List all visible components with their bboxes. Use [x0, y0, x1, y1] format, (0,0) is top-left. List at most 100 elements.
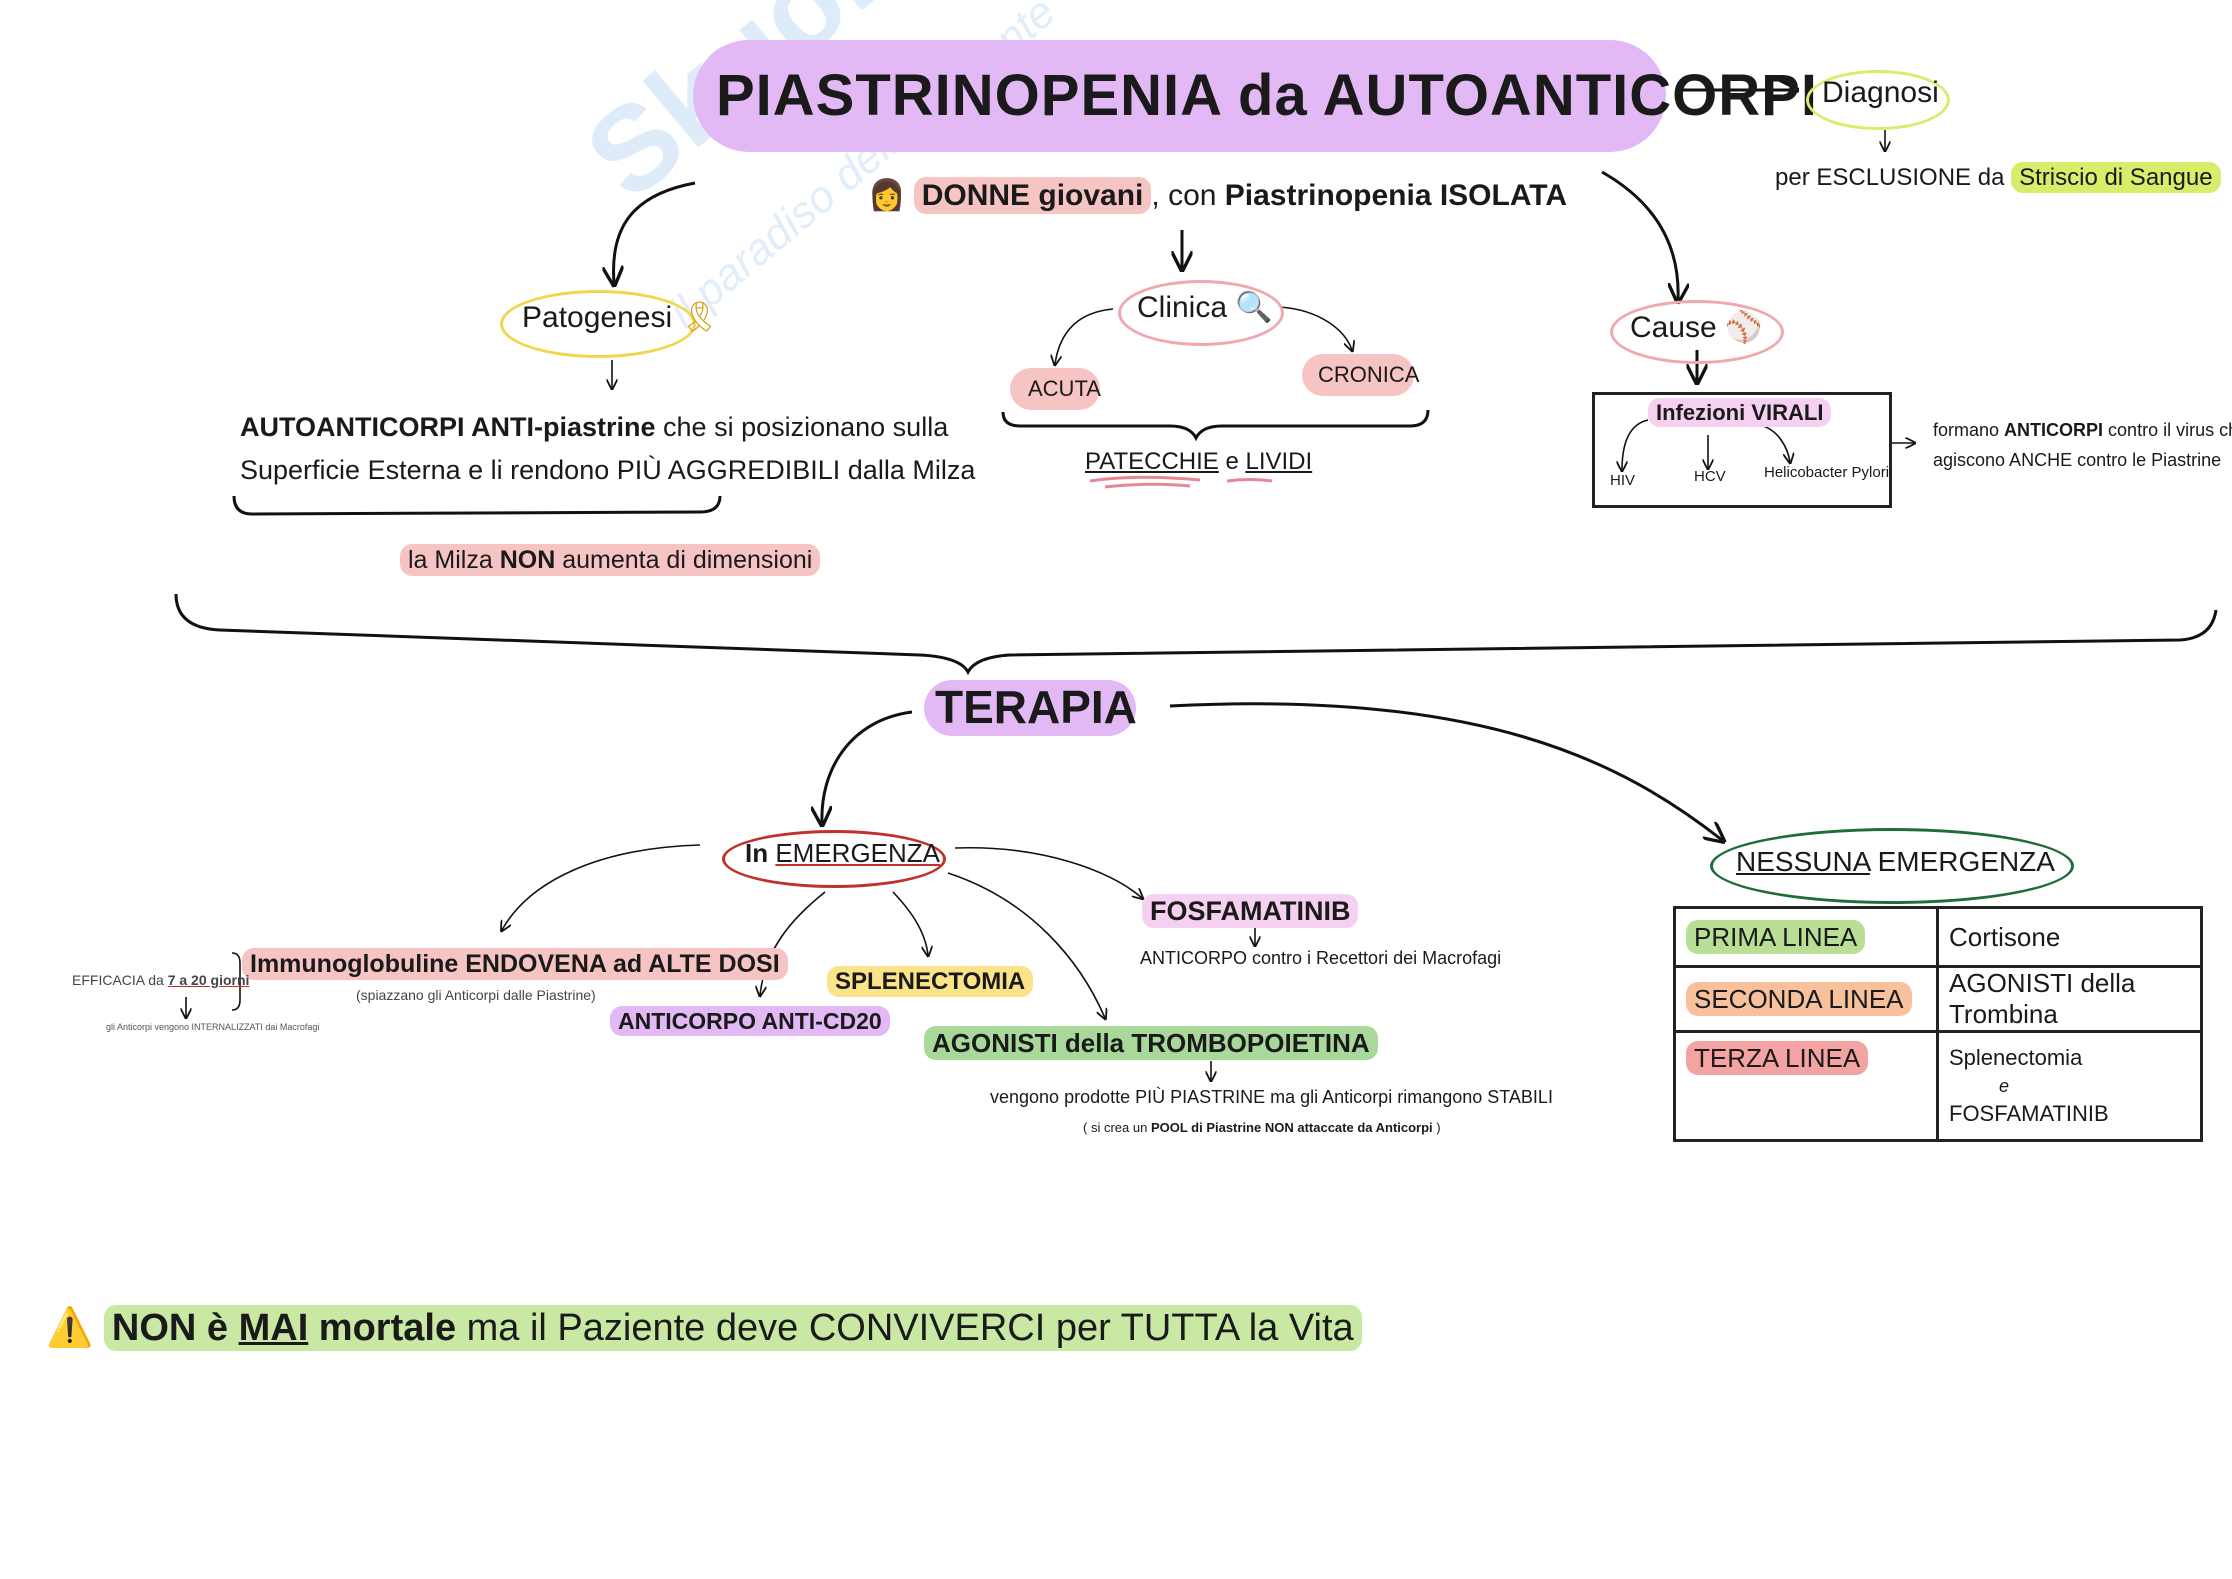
emergenza-prefix: In — [745, 838, 776, 868]
cause-label-text: Cause — [1630, 311, 1717, 344]
signs-join: e — [1218, 448, 1246, 475]
milza-note: la Milza NON aumenta di dimensioni — [400, 544, 821, 576]
virus-icon: ⚾ — [1725, 311, 1763, 344]
therapy-cell: Cortisone — [1936, 906, 2203, 968]
therapy-fosfamatinib: FOSFAMATINIB — [1949, 1101, 2109, 1126]
terapia-title: TERAPIA — [935, 681, 1137, 733]
efficacy-sub: gli Anticorpi vengono INTERNALIZZATI dai… — [106, 1022, 320, 1032]
arrow-to-cause — [1601, 170, 1678, 300]
patients-main: DONNE giovani — [913, 177, 1152, 214]
woman-icon: 👩 — [868, 179, 906, 212]
terapia-highlight — [924, 680, 1136, 736]
cronica-pill — [1302, 354, 1414, 396]
milza-note-bold: NON — [499, 546, 556, 574]
efficacy-value: 7 a 20 giorni — [167, 972, 250, 988]
nessuna-emergenza-oval — [1710, 828, 2074, 904]
patients-rest: , con — [1151, 179, 1225, 212]
therapy-lines-table: PRIMA LINEA Cortisone SECONDA LINEA AGON… — [1673, 906, 2203, 1142]
clinica-label-text: Clinica — [1137, 291, 1228, 324]
patogenesi-line2: Superficie Esterna e li rendono PIÙ AGGR… — [240, 455, 976, 485]
tpo-sub-prefix: si crea un — [1090, 1120, 1151, 1135]
clinica-oval — [1118, 280, 1284, 346]
tpo-sub-bold: POOL di Piastrine NON attaccate da Antic… — [1150, 1120, 1433, 1135]
footer-bold2: mortale — [308, 1307, 457, 1349]
efficacy-prefix: EFFICACIA da — [72, 972, 168, 988]
footer-bold1: NON è — [111, 1307, 239, 1349]
cause-label: Cause ⚾ — [1630, 310, 1762, 345]
line-label: PRIMA LINEA — [1686, 919, 1866, 954]
clinica-label: Clinica 🔍 — [1137, 290, 1273, 325]
acuta-pill — [1010, 368, 1100, 410]
table-row: PRIMA LINEA Cortisone — [1673, 906, 2203, 968]
patients-bold: Piastrinopenia ISOLATA — [1224, 179, 1568, 212]
patogenesi-label-text: Patogenesi — [522, 301, 673, 334]
virus-hiv: HIV — [1610, 472, 1636, 489]
patogenesi-oval — [500, 290, 696, 358]
emergenza-text-2: EMERGENZA — [1869, 846, 2055, 877]
line-cell: PRIMA LINEA — [1673, 906, 1939, 968]
infezioni-title: Infezioni VIRALI — [1648, 398, 1832, 427]
nessuna-emergenza-label: NESSUNA EMERGENZA — [1736, 846, 2055, 878]
line-label: SECONDA LINEA — [1686, 981, 1912, 1016]
clinica-brace — [1001, 409, 1430, 442]
clinica-signs: PATECCHIE e LIVIDI — [1085, 448, 1312, 476]
ig-therapy-text: Immunoglobuline ENDOVENA ad ALTE DOSI — [242, 948, 788, 980]
therapy-cell: AGONISTI della Trombina — [1936, 965, 2203, 1033]
cause-oval — [1610, 300, 1784, 364]
footer-rest: ma il Paziente deve CONVIVERCI per TUTTA… — [456, 1307, 1354, 1349]
patogenesi-line1: AUTOANTICORPI ANTI-piastrine che si posi… — [240, 412, 948, 443]
cd20-therapy: ANTICORPO ANTI-CD20 — [610, 1006, 890, 1036]
splenectomy-therapy: SPLENECTOMIA — [827, 966, 1034, 997]
diagnosi-prefix: per ESCLUSIONE da — [1775, 164, 2012, 191]
warning-icon: ⚠️ — [46, 1307, 94, 1349]
tpo-sub: ( si crea un POOL di Piastrine NON attac… — [1083, 1120, 1441, 1135]
therapy-cell: Splenectomia e FOSFAMATINIB — [1936, 1030, 2203, 1142]
ig-therapy: Immunoglobuline ENDOVENA ad ALTE DOSI — [242, 948, 788, 980]
nessuna-text: NESSUNA — [1736, 846, 1870, 877]
line-cell: SECONDA LINEA — [1673, 965, 1939, 1033]
line-label: TERZA LINEA — [1686, 1041, 1869, 1075]
infezioni-title-text: Infezioni VIRALI — [1648, 398, 1832, 427]
title-highlight — [693, 40, 1666, 152]
patogenesi-label: Patogenesi 🎗 — [522, 300, 719, 335]
splenectomy-text: SPLENECTOMIA — [827, 966, 1034, 997]
cronica-label: CRONICA — [1318, 362, 1420, 387]
arrow-to-emergenza — [822, 710, 913, 823]
table-row: TERZA LINEA Splenectomia e FOSFAMATINIB — [1673, 1030, 2203, 1142]
tpo-note: vengono prodotte PIÙ PIASTRINE ma gli An… — [990, 1087, 1553, 1107]
footer-note: ⚠️ NON è MAI mortale ma il Paziente deve… — [46, 1305, 1362, 1351]
virus-helicobacter: Helicobacter Pylori — [1764, 464, 1890, 481]
milza-note-prefix: la Milza — [408, 546, 500, 574]
patogenesi-line1-bold: AUTOANTICORPI ANTI-piastrine — [240, 412, 656, 442]
arrow-to-nessuna-emergenza — [1169, 702, 1722, 840]
diagnosi-oval — [1806, 70, 1950, 130]
cause-note-line2: agiscono ANCHE contro le Piastrine — [1933, 450, 2222, 470]
diagnosi-highlight: Striscio di Sangue — [2011, 162, 2221, 193]
magnifier-icon: 🔍 — [1235, 291, 1273, 324]
footer-mai: MAI — [238, 1307, 309, 1349]
cause-note-bold: ANTICORPI — [2004, 420, 2104, 440]
ig-note: (spiazzano gli Anticorpi dalle Piastrine… — [356, 987, 596, 1003]
cause-note-line1: formano ANTICORPI contro il virus che — [1933, 420, 2232, 441]
line-cell: TERZA LINEA — [1673, 1030, 1939, 1142]
patecchie-label: PATECCHIE — [1085, 448, 1219, 475]
diagnosi-text: per ESCLUSIONE da Striscio di Sangue — [1775, 162, 2221, 193]
therapy-join: e — [1999, 1076, 2010, 1096]
diagnosi-label: Diagnosi — [1822, 76, 1939, 109]
table-row: SECONDA LINEA AGONISTI della Trombina — [1673, 965, 2203, 1033]
arrow-to-patogenesi — [614, 181, 696, 283]
page-title: PIASTRINOPENIA da AUTOANTICORPI — [716, 63, 1818, 128]
emergenza-label: In EMERGENZA — [745, 838, 940, 869]
emergenza-oval — [722, 830, 946, 888]
cd20-text: ANTICORPO ANTI-CD20 — [610, 1006, 890, 1036]
milza-note-suffix: aumenta di dimensioni — [555, 546, 813, 574]
acuta-label: ACUTA — [1028, 376, 1101, 401]
fosfa-therapy: FOSFAMATINIB — [1142, 894, 1359, 928]
patogenesi-line1-rest: che si posizionano sulla — [655, 412, 949, 442]
fosfa-text: FOSFAMATINIB — [1142, 894, 1359, 928]
lividi-label: LIVIDI — [1245, 448, 1313, 475]
tpo-therapy: AGONISTI della TROMBOPOIETINA — [924, 1026, 1378, 1060]
tpo-text: AGONISTI della TROMBOPOIETINA — [924, 1026, 1378, 1060]
virus-hcv: HCV — [1694, 468, 1726, 485]
